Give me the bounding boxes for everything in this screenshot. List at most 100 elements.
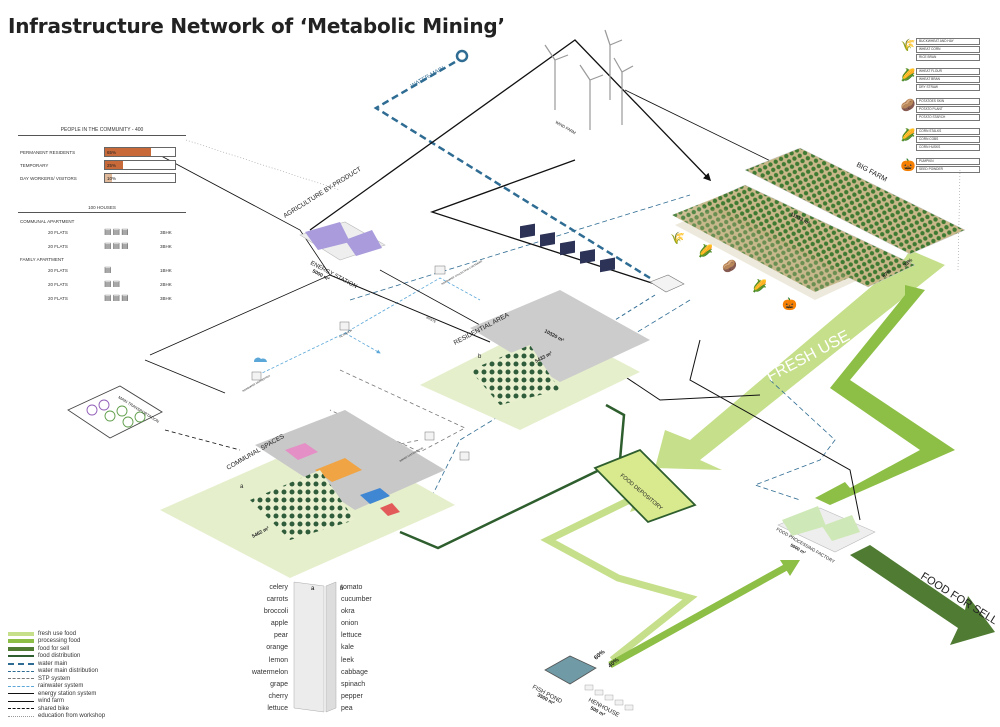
people-bar-pct: 10% bbox=[107, 176, 117, 181]
people-row-label: PERMANENT RESIDENTS bbox=[20, 150, 76, 155]
diagram-title: Infrastructure Network of ‘Metabolic Min… bbox=[8, 14, 505, 38]
list-b-label: b bbox=[340, 586, 344, 592]
crop-key-item: WHEAT BRAN bbox=[916, 76, 980, 83]
crop-key-item: POTATOES SKIN bbox=[916, 98, 980, 105]
crop-key-item: CORN COBS bbox=[916, 136, 980, 143]
garden-a-label: a bbox=[240, 484, 244, 490]
house-row: 20 FLATS▤▤▤3BHK bbox=[18, 226, 186, 240]
food-depository bbox=[593, 448, 697, 524]
veg-item-a: lemon bbox=[268, 656, 288, 664]
legend-item: STP system bbox=[8, 675, 105, 683]
veg-item-b: onion bbox=[341, 620, 359, 628]
filtration-label: FILTRATION bbox=[339, 329, 353, 339]
house-row: 20 FLATS▤1BHK bbox=[18, 264, 186, 278]
people-bar-fill bbox=[105, 161, 123, 169]
house-row: 20 FLATS ▤▤ 2BHK bbox=[18, 278, 186, 292]
house-row: 20 FLATS▤▤▤3BHK bbox=[18, 240, 186, 254]
crop-key-item: POTATO PLANT bbox=[916, 106, 980, 113]
crop-key-item: WHEAT CORN bbox=[916, 46, 980, 53]
bicycle-icons bbox=[67, 385, 163, 439]
crop-key-item: CORN STALKS bbox=[916, 128, 980, 135]
crop-key-item: SEED POWDER bbox=[916, 166, 980, 173]
water-main-source bbox=[455, 49, 469, 63]
people-bar-pct: 65% bbox=[107, 150, 117, 155]
svg-text:🌽: 🌽 bbox=[752, 278, 767, 293]
communal-spaces bbox=[160, 410, 455, 578]
crop-key-item: DRY STRAW bbox=[916, 84, 980, 91]
veg-item-a: grape bbox=[270, 680, 288, 688]
residential-area bbox=[420, 223, 650, 430]
harvesting-unit bbox=[251, 371, 262, 381]
water-main-label: WATER MAIN bbox=[410, 66, 446, 90]
crop-icons: 🌾🌽 🥔🌽🎃 bbox=[670, 231, 797, 311]
legend-item: processing food bbox=[8, 638, 105, 646]
pct-60: 60% bbox=[593, 649, 607, 662]
legend-swatch bbox=[8, 670, 34, 672]
house-row: 20 FLATS ▤▤▤ 3BHK bbox=[18, 292, 186, 306]
veg-item-a: orange bbox=[266, 644, 288, 652]
crop-icon: 🌽 bbox=[900, 68, 916, 82]
veg-item-a: apple bbox=[270, 620, 288, 628]
big-farm bbox=[672, 147, 966, 300]
legend-label: food for sell bbox=[38, 645, 70, 652]
house-icon: ▤ bbox=[104, 265, 113, 274]
crop-key-item: PUMPKIN bbox=[916, 158, 980, 165]
veg-item-b: pepper bbox=[341, 692, 363, 700]
legend-swatch bbox=[8, 662, 34, 665]
people-panel: PEOPLE IN THE COMMUNITY - 400 PERMANENT … bbox=[18, 127, 186, 185]
veg-item-b: cabbage bbox=[341, 668, 368, 676]
house-flats: 20 FLATS bbox=[48, 268, 68, 273]
svg-text:🎃: 🎃 bbox=[782, 297, 797, 311]
water-main-line bbox=[373, 60, 651, 280]
crop-key-item: WHEAT FLOUR bbox=[916, 68, 980, 75]
legend-item: water main bbox=[8, 660, 105, 668]
food-for-sell-flow bbox=[850, 545, 995, 645]
agri-byproduct-label: AGRICULTURE BY-PRODUCT bbox=[282, 166, 362, 220]
waste-label: WASTE bbox=[426, 315, 437, 323]
legend-item: food distribution bbox=[8, 653, 105, 661]
legend-label: energy station system bbox=[38, 690, 97, 697]
legend-item: education from workshop bbox=[8, 713, 105, 721]
svg-text:🌾: 🌾 bbox=[670, 231, 685, 245]
house-icon: ▤▤ bbox=[104, 279, 122, 288]
legend-swatch bbox=[8, 685, 34, 687]
henhouse bbox=[584, 684, 634, 711]
crop-icon: 🌾 bbox=[900, 38, 916, 52]
crop-icon: 🌽 bbox=[900, 128, 916, 142]
house-bhk: 3BHK bbox=[160, 230, 172, 235]
filtration-unit bbox=[339, 321, 350, 331]
legend-label: rainwater system bbox=[38, 683, 84, 690]
crop-icon: 🎃 bbox=[900, 158, 916, 172]
house-flats: 20 FLATS bbox=[48, 282, 68, 287]
wind-farm-line bbox=[309, 39, 712, 231]
list-a-label: a bbox=[311, 586, 315, 592]
legend-label: STP system bbox=[38, 675, 71, 682]
veg-item-b: kale bbox=[341, 644, 354, 652]
people-bar-pct: 25% bbox=[107, 163, 117, 168]
people-bar: 10% bbox=[104, 173, 176, 183]
people-title: PEOPLE IN THE COMMUNITY - 400 bbox=[18, 127, 186, 136]
food-distribution-line bbox=[399, 403, 626, 550]
house-bhk: 2BHK bbox=[160, 282, 172, 287]
legend-swatch bbox=[8, 678, 34, 680]
house-icon: ▤▤▤ bbox=[104, 293, 130, 302]
legend-label: water main distribution bbox=[38, 668, 99, 675]
legend-label: processing food bbox=[38, 638, 81, 645]
house-flats: 20 FLATS bbox=[48, 296, 68, 301]
veg-item-b: lettuce bbox=[341, 632, 362, 640]
house-bhk: 3BHK bbox=[160, 244, 172, 249]
pct-33: 33% bbox=[902, 257, 914, 268]
crop-key-item: CORN HUSKS bbox=[916, 144, 980, 151]
legend-item: shared bike bbox=[8, 705, 105, 713]
house-bhk: 3BHK bbox=[160, 296, 172, 301]
